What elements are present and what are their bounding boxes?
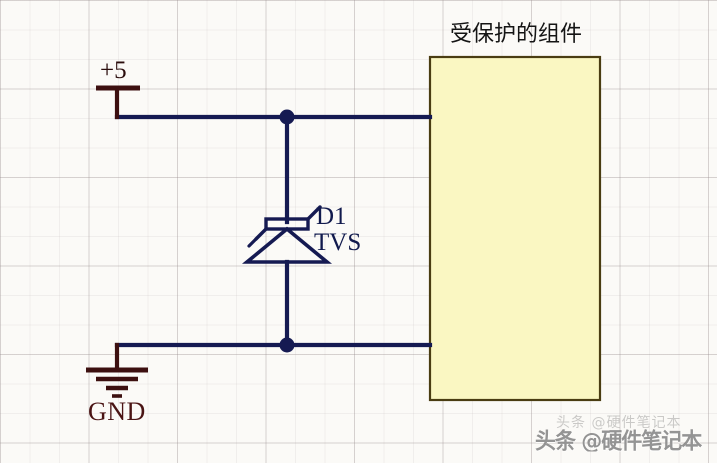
- component-value-label[interactable]: TVS: [314, 229, 362, 256]
- tvs-zener-tail-right: [306, 205, 322, 221]
- ground-net-label[interactable]: GND: [88, 397, 146, 426]
- power-net-label[interactable]: +5: [100, 57, 127, 84]
- junction-dot-vcc[interactable]: [279, 109, 295, 125]
- watermark-text: 头条 @硬件笔记本: [535, 428, 702, 452]
- junction-dot-gnd[interactable]: [279, 337, 295, 353]
- tvs-anode-triangle: [241, 226, 333, 264]
- watermark-ghost-text: 头条 @硬件笔记本: [556, 415, 682, 431]
- tvs-bidirectional-mark: [247, 231, 264, 248]
- component-designator-label[interactable]: D1: [316, 203, 347, 230]
- protected-component-title: 受保护的组件: [449, 22, 582, 47]
- tvs-diode-symbol[interactable]: [241, 205, 333, 264]
- wire-gnd-net[interactable]: [114, 342, 433, 373]
- wire-vcc-net[interactable]: [114, 85, 433, 120]
- protected-component-box[interactable]: [428, 55, 602, 402]
- earth-ground-symbol[interactable]: [86, 367, 148, 398]
